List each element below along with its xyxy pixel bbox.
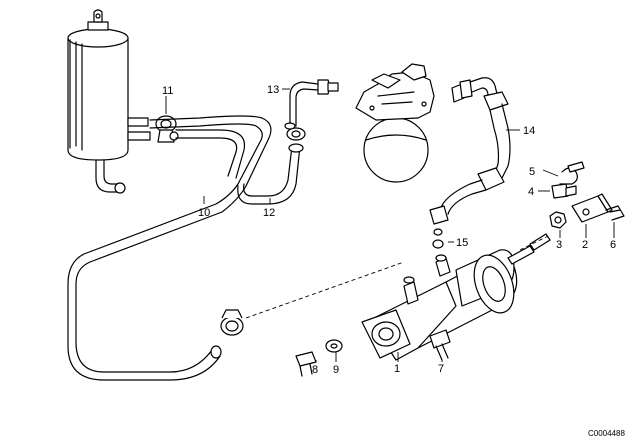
label-part-5: 5	[529, 166, 535, 178]
label-part-11: 11	[162, 85, 173, 97]
label-part-9: 9	[333, 364, 339, 376]
leader-lines	[165, 88, 615, 362]
washer-9	[325, 339, 343, 353]
label-part-12: 12	[263, 207, 275, 219]
fluid-reservoir	[67, 9, 151, 194]
label-part-10: 10	[198, 207, 210, 219]
label-part-6: 6	[610, 239, 616, 251]
diagram-code: C0004488	[588, 429, 625, 438]
label-part-7: 7	[438, 363, 444, 375]
bolt-4	[551, 183, 577, 199]
label-part-8: 8	[312, 364, 318, 376]
label-part-14: 14	[523, 125, 535, 137]
pressure-accumulator	[355, 63, 435, 183]
hydraulic-cylinder-1	[361, 228, 551, 361]
bolt-7	[429, 329, 451, 361]
pipe-13	[284, 79, 339, 130]
label-part-1: 1	[394, 363, 400, 375]
return-hose-12	[237, 127, 306, 205]
assembly-line-rod	[519, 235, 549, 251]
clip-5	[559, 161, 585, 185]
hose-clamp-lower	[220, 309, 244, 336]
label-part-3: 3	[556, 239, 562, 251]
label-part-13: 13	[267, 84, 279, 96]
label-part-4: 4	[528, 186, 534, 198]
assembly-line-hose	[245, 261, 405, 319]
bracket-2	[571, 193, 613, 223]
clip-6	[605, 205, 625, 221]
nut-3	[549, 211, 567, 229]
label-part-2: 2	[582, 239, 588, 251]
suction-hose-10	[67, 115, 272, 381]
pressure-pipe-14	[429, 77, 511, 225]
label-part-15: 15	[456, 237, 468, 249]
